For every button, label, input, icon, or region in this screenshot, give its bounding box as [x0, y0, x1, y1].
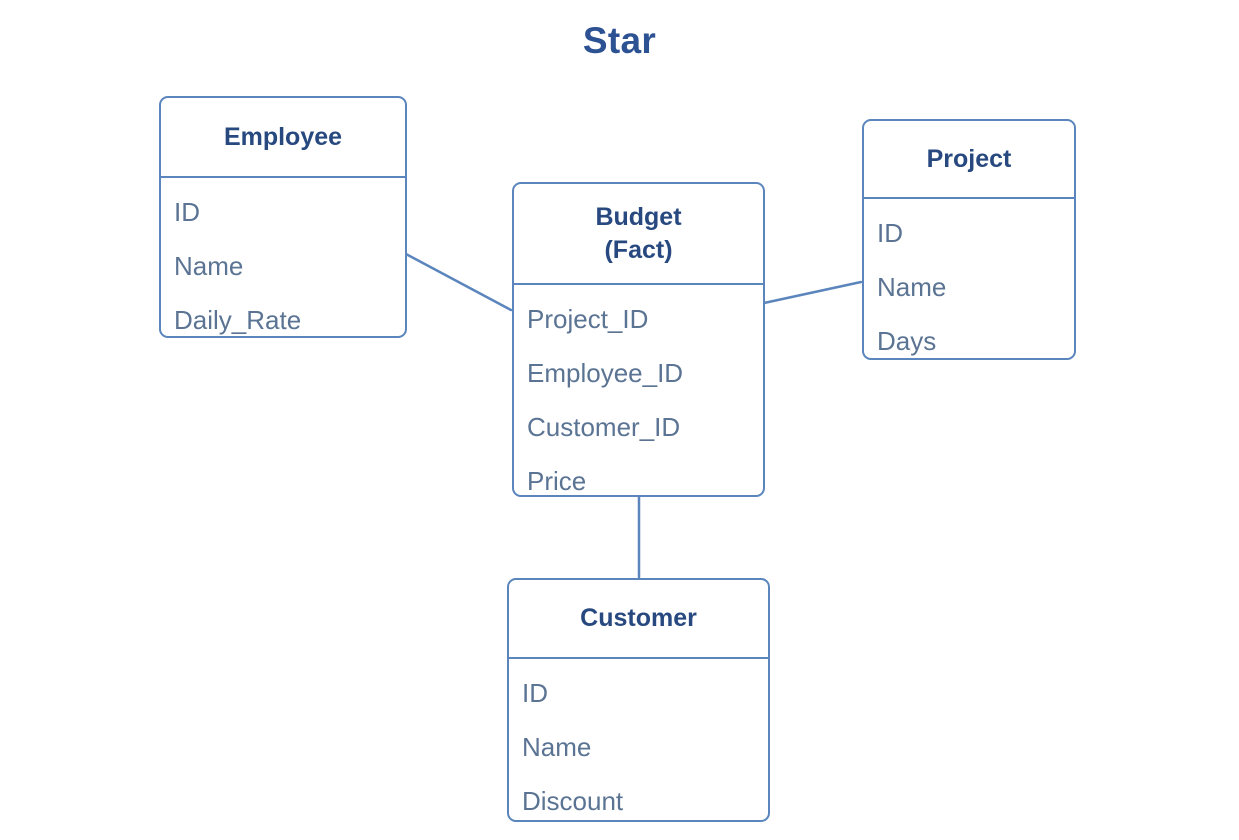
- entity-customer-fields: ID Name Discount: [509, 659, 768, 820]
- entity-customer-header: Customer: [509, 580, 768, 659]
- field-row: Name: [877, 272, 947, 302]
- field-row: Days: [877, 326, 937, 356]
- entity-project-header: Project: [864, 121, 1074, 199]
- entity-project[interactable]: Project ID Name Days: [862, 119, 1076, 360]
- entity-budget-header: Budget (Fact): [514, 184, 763, 285]
- field-row: Name: [174, 251, 244, 281]
- field-row: Employee_ID: [527, 358, 684, 388]
- field-row: Customer_ID: [527, 412, 681, 442]
- entity-project-title: Project: [926, 144, 1012, 173]
- connector-budget-project: [762, 280, 863, 305]
- entity-budget-title-line2: (Fact): [604, 235, 673, 264]
- field-row: ID: [877, 218, 903, 248]
- entity-employee-fields: ID Name Daily_Rate: [161, 178, 405, 336]
- entity-budget-fields: Project_ID Employee_ID Customer_ID Price: [514, 285, 763, 496]
- page-title: Star: [582, 20, 657, 61]
- field-row: Daily_Rate: [174, 305, 302, 335]
- connector-employee-budget: [404, 252, 513, 312]
- field-row: Name: [522, 732, 592, 762]
- field-row: Discount: [522, 786, 624, 816]
- field-row: Price: [527, 466, 587, 496]
- entity-customer-title: Customer: [580, 604, 697, 632]
- entity-budget-title-line1: Budget: [595, 202, 682, 231]
- entity-customer[interactable]: Customer ID Name Discount: [507, 578, 770, 822]
- field-row: ID: [174, 197, 200, 227]
- field-row: Project_ID: [527, 304, 649, 334]
- entity-employee[interactable]: Employee ID Name Daily_Rate: [159, 96, 407, 338]
- entity-employee-header: Employee: [161, 98, 405, 178]
- entity-budget[interactable]: Budget (Fact) Project_ID Employee_ID Cus…: [512, 182, 765, 497]
- field-row: ID: [522, 678, 548, 708]
- entity-employee-title: Employee: [223, 122, 343, 151]
- entity-project-fields: ID Name Days: [864, 199, 1074, 358]
